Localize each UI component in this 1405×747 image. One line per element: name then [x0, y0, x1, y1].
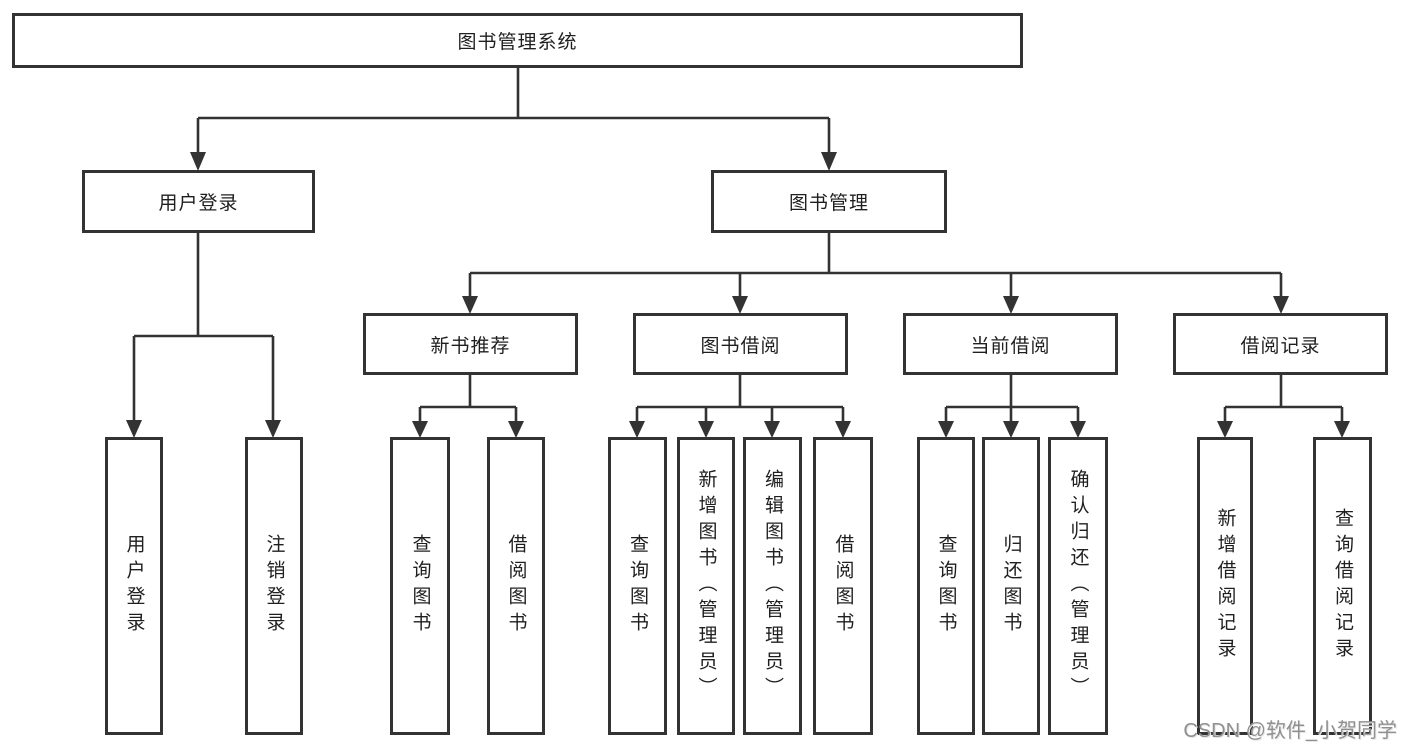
- node-query-borrow-record: 查询借阅记录: [1313, 437, 1372, 735]
- node-query-books-current: 查询图书: [917, 437, 975, 735]
- connector-lines-level3: [468, 233, 1283, 296]
- node-new-book-recommendation: 新书推荐: [363, 313, 578, 375]
- node-edit-books-admin: 编辑图书（管理员）: [743, 437, 802, 735]
- node-return-books: 归还图书: [982, 437, 1040, 735]
- node-add-books-admin: 新增图书（管理员）: [677, 437, 735, 735]
- node-borrow-books-recommend: 借阅图书: [487, 437, 545, 735]
- node-logout-action: 注销登录: [245, 437, 303, 735]
- node-add-borrow-record: 新增借阅记录: [1197, 437, 1253, 735]
- connector-lines-borrowing-group: [635, 375, 845, 421]
- connector-lines-root: [196, 68, 831, 152]
- node-confirm-return-admin: 确认归还（管理员）: [1048, 437, 1108, 735]
- connector-lines-recommend-group: [418, 375, 518, 421]
- node-borrowing-records: 借阅记录: [1173, 313, 1388, 375]
- node-user-login-action: 用户登录: [105, 437, 163, 735]
- connector-lines-current-group: [944, 375, 1080, 421]
- node-book-management: 图书管理: [711, 170, 947, 233]
- node-library-system: 图书管理系统: [12, 13, 1023, 68]
- connector-lines-login-group: [132, 233, 275, 420]
- node-query-books-borrowing: 查询图书: [608, 437, 667, 735]
- node-current-borrowing: 当前借阅: [903, 313, 1118, 375]
- node-book-borrowing: 图书借阅: [633, 313, 848, 375]
- watermark-text: CSDN @软件_小贺同学: [1183, 720, 1397, 742]
- node-query-books-recommend: 查询图书: [390, 437, 450, 735]
- node-borrow-books-borrowing: 借阅图书: [813, 437, 873, 735]
- node-user-login: 用户登录: [82, 170, 315, 233]
- connector-lines-records-group: [1223, 375, 1344, 421]
